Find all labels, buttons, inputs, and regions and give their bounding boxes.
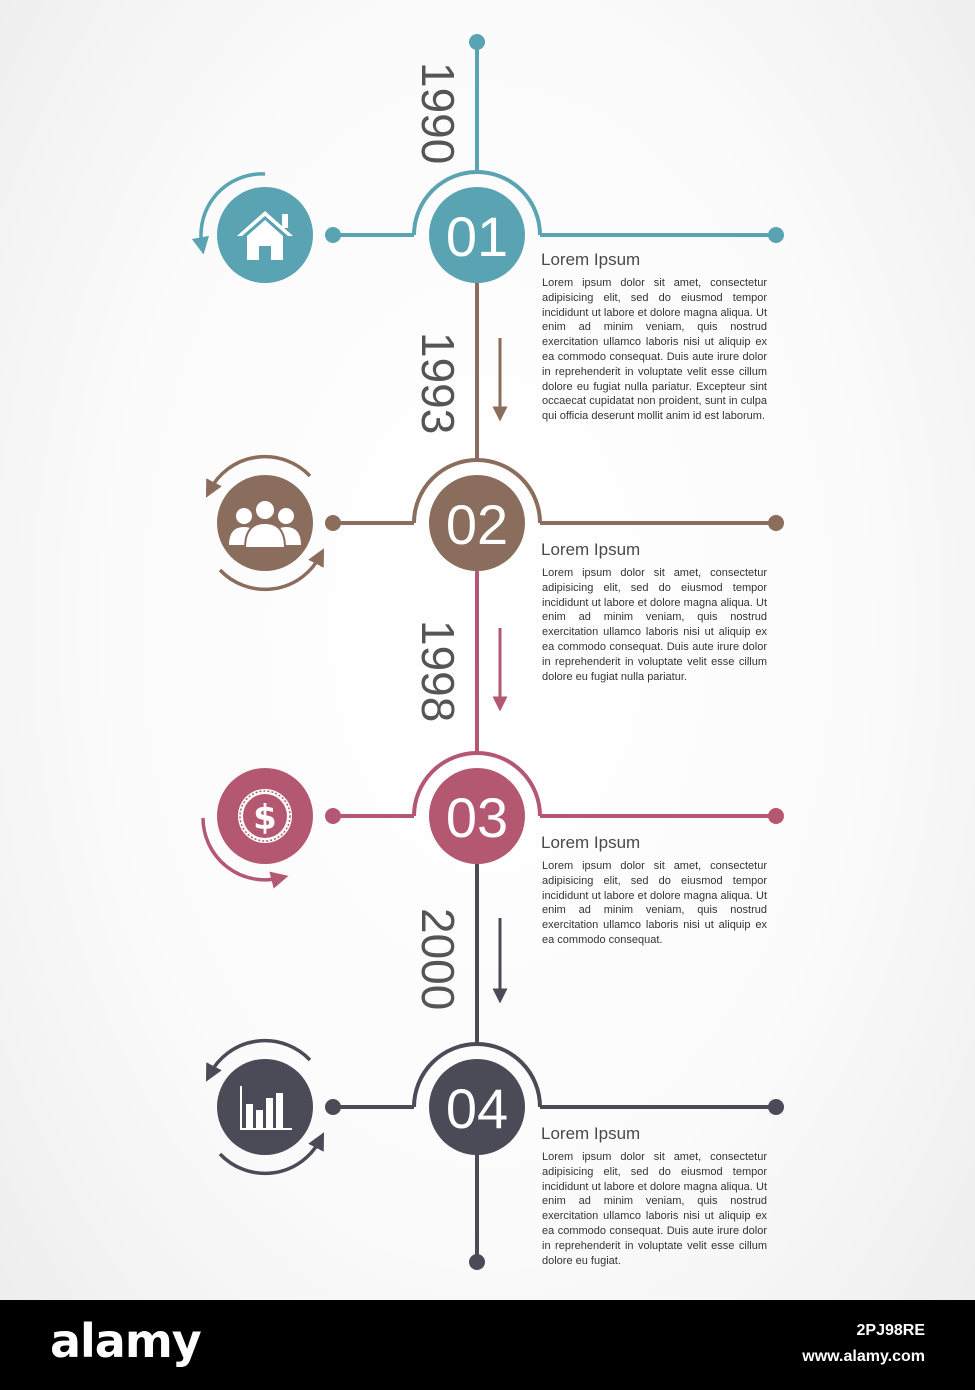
people-icon [229, 499, 301, 549]
year-label-1: 1990 [412, 62, 464, 164]
dollar-coin-icon: $ [238, 789, 292, 843]
number-badge-2 [429, 475, 525, 571]
timeline-diagram: 1990 1993 1998 2000 01 02 [191, 34, 784, 1270]
number-badge-1 [429, 187, 525, 283]
step-number-3: 03 [446, 786, 508, 849]
step-body-1: Lorem ipsum dolor sit amet, consectetur … [542, 277, 767, 423]
bar-chart-icon [240, 1086, 292, 1130]
cycle-arrow-4b [218, 1132, 325, 1176]
step-title-2: Lorem Ipsum [541, 540, 641, 559]
step-2: 02 [205, 454, 784, 592]
number-arc-4 [412, 1042, 542, 1108]
footer-bar: alamy 2PJ98RE www.alamy.com [0, 1300, 975, 1390]
number-arc-3 [412, 751, 542, 817]
connector-right-dot-2 [768, 515, 784, 531]
cycle-arrow-4a [205, 1038, 312, 1082]
cycle-arrow-2a [205, 454, 312, 498]
step-body-4: Lorem ipsum dolor sit amet, consectetur … [542, 1151, 767, 1267]
connector-right-dot-4 [768, 1099, 784, 1115]
brand-logo: alamy [50, 1314, 202, 1368]
connector-right-dot-3 [768, 808, 784, 824]
connector-left-dot-4 [325, 1099, 341, 1115]
cycle-arrow-3 [201, 817, 289, 889]
icon-badge-4 [217, 1059, 313, 1155]
step-number-4: 04 [446, 1077, 508, 1140]
connector-right-dot-1 [768, 227, 784, 243]
image-id: 2PJ98RE [856, 1322, 926, 1339]
site-url: www.alamy.com [802, 1348, 925, 1365]
step-title-3: Lorem Ipsum [541, 833, 641, 852]
year-label-3: 1998 [412, 620, 464, 722]
spine-end-dot [469, 1254, 485, 1270]
step-body-3: Lorem ipsum dolor sit amet, consectetur … [542, 860, 767, 946]
step-4: 04 [205, 1038, 784, 1176]
step-3: 03 $ [201, 751, 784, 889]
home-icon [237, 211, 293, 260]
number-badge-4 [429, 1059, 525, 1155]
connector-left-dot-1 [325, 227, 341, 243]
year-label-2: 1993 [412, 332, 464, 434]
step-1: 01 [191, 170, 784, 283]
year-label-4: 2000 [412, 908, 464, 1010]
cycle-arrow-2b [218, 548, 325, 592]
number-arc-2 [412, 458, 542, 524]
number-arc-1 [412, 170, 542, 236]
step-title-4: Lorem Ipsum [541, 1124, 641, 1143]
spine-start-dot [469, 34, 485, 50]
cycle-arrow-1 [191, 172, 266, 255]
step-body-2: Lorem ipsum dolor sit amet, consectetur … [542, 567, 767, 683]
step-title-1: Lorem Ipsum [541, 250, 641, 269]
number-badge-3 [429, 768, 525, 864]
step-number-1: 01 [446, 205, 508, 268]
connector-left-dot-2 [325, 515, 341, 531]
svg-text:$: $ [253, 798, 277, 838]
step-number-2: 02 [446, 493, 508, 556]
connector-left-dot-3 [325, 808, 341, 824]
